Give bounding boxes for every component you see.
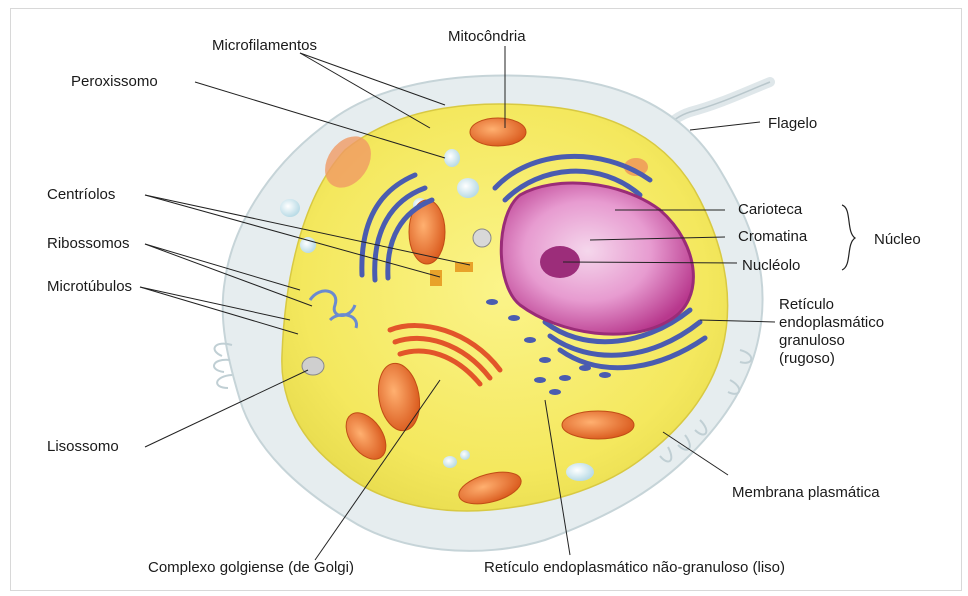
label-golgi: Complexo golgiense (de Golgi) (148, 559, 354, 577)
label-microfilamentos: Microfilamentos (212, 37, 317, 55)
label-microtubulos: Microtúbulos (47, 278, 132, 296)
label-nucleo: Núcleo (874, 231, 921, 249)
label-reticulo-granuloso: Retículo endoplasmático granuloso (rugos… (779, 296, 884, 368)
label-lisossomo: Lisossomo (47, 438, 119, 456)
label-ribossomos: Ribossomos (47, 235, 130, 253)
nucleus-brace (842, 205, 855, 270)
lysosome (302, 357, 324, 375)
label-nucleolo: Nucléolo (742, 257, 800, 275)
label-cromatina: Cromatina (738, 228, 807, 246)
label-reticulo-liso: Retículo endoplasmático não-granuloso (l… (484, 559, 785, 577)
peroxisome (473, 229, 491, 247)
label-carioteca: Carioteca (738, 201, 802, 219)
label-centriolos: Centríolos (47, 186, 115, 204)
label-membrana: Membrana plasmática (732, 484, 880, 502)
label-mitocondria: Mitocôndria (448, 28, 526, 46)
label-flagelo: Flagelo (768, 115, 817, 133)
label-peroxissomo: Peroxissomo (71, 73, 158, 91)
